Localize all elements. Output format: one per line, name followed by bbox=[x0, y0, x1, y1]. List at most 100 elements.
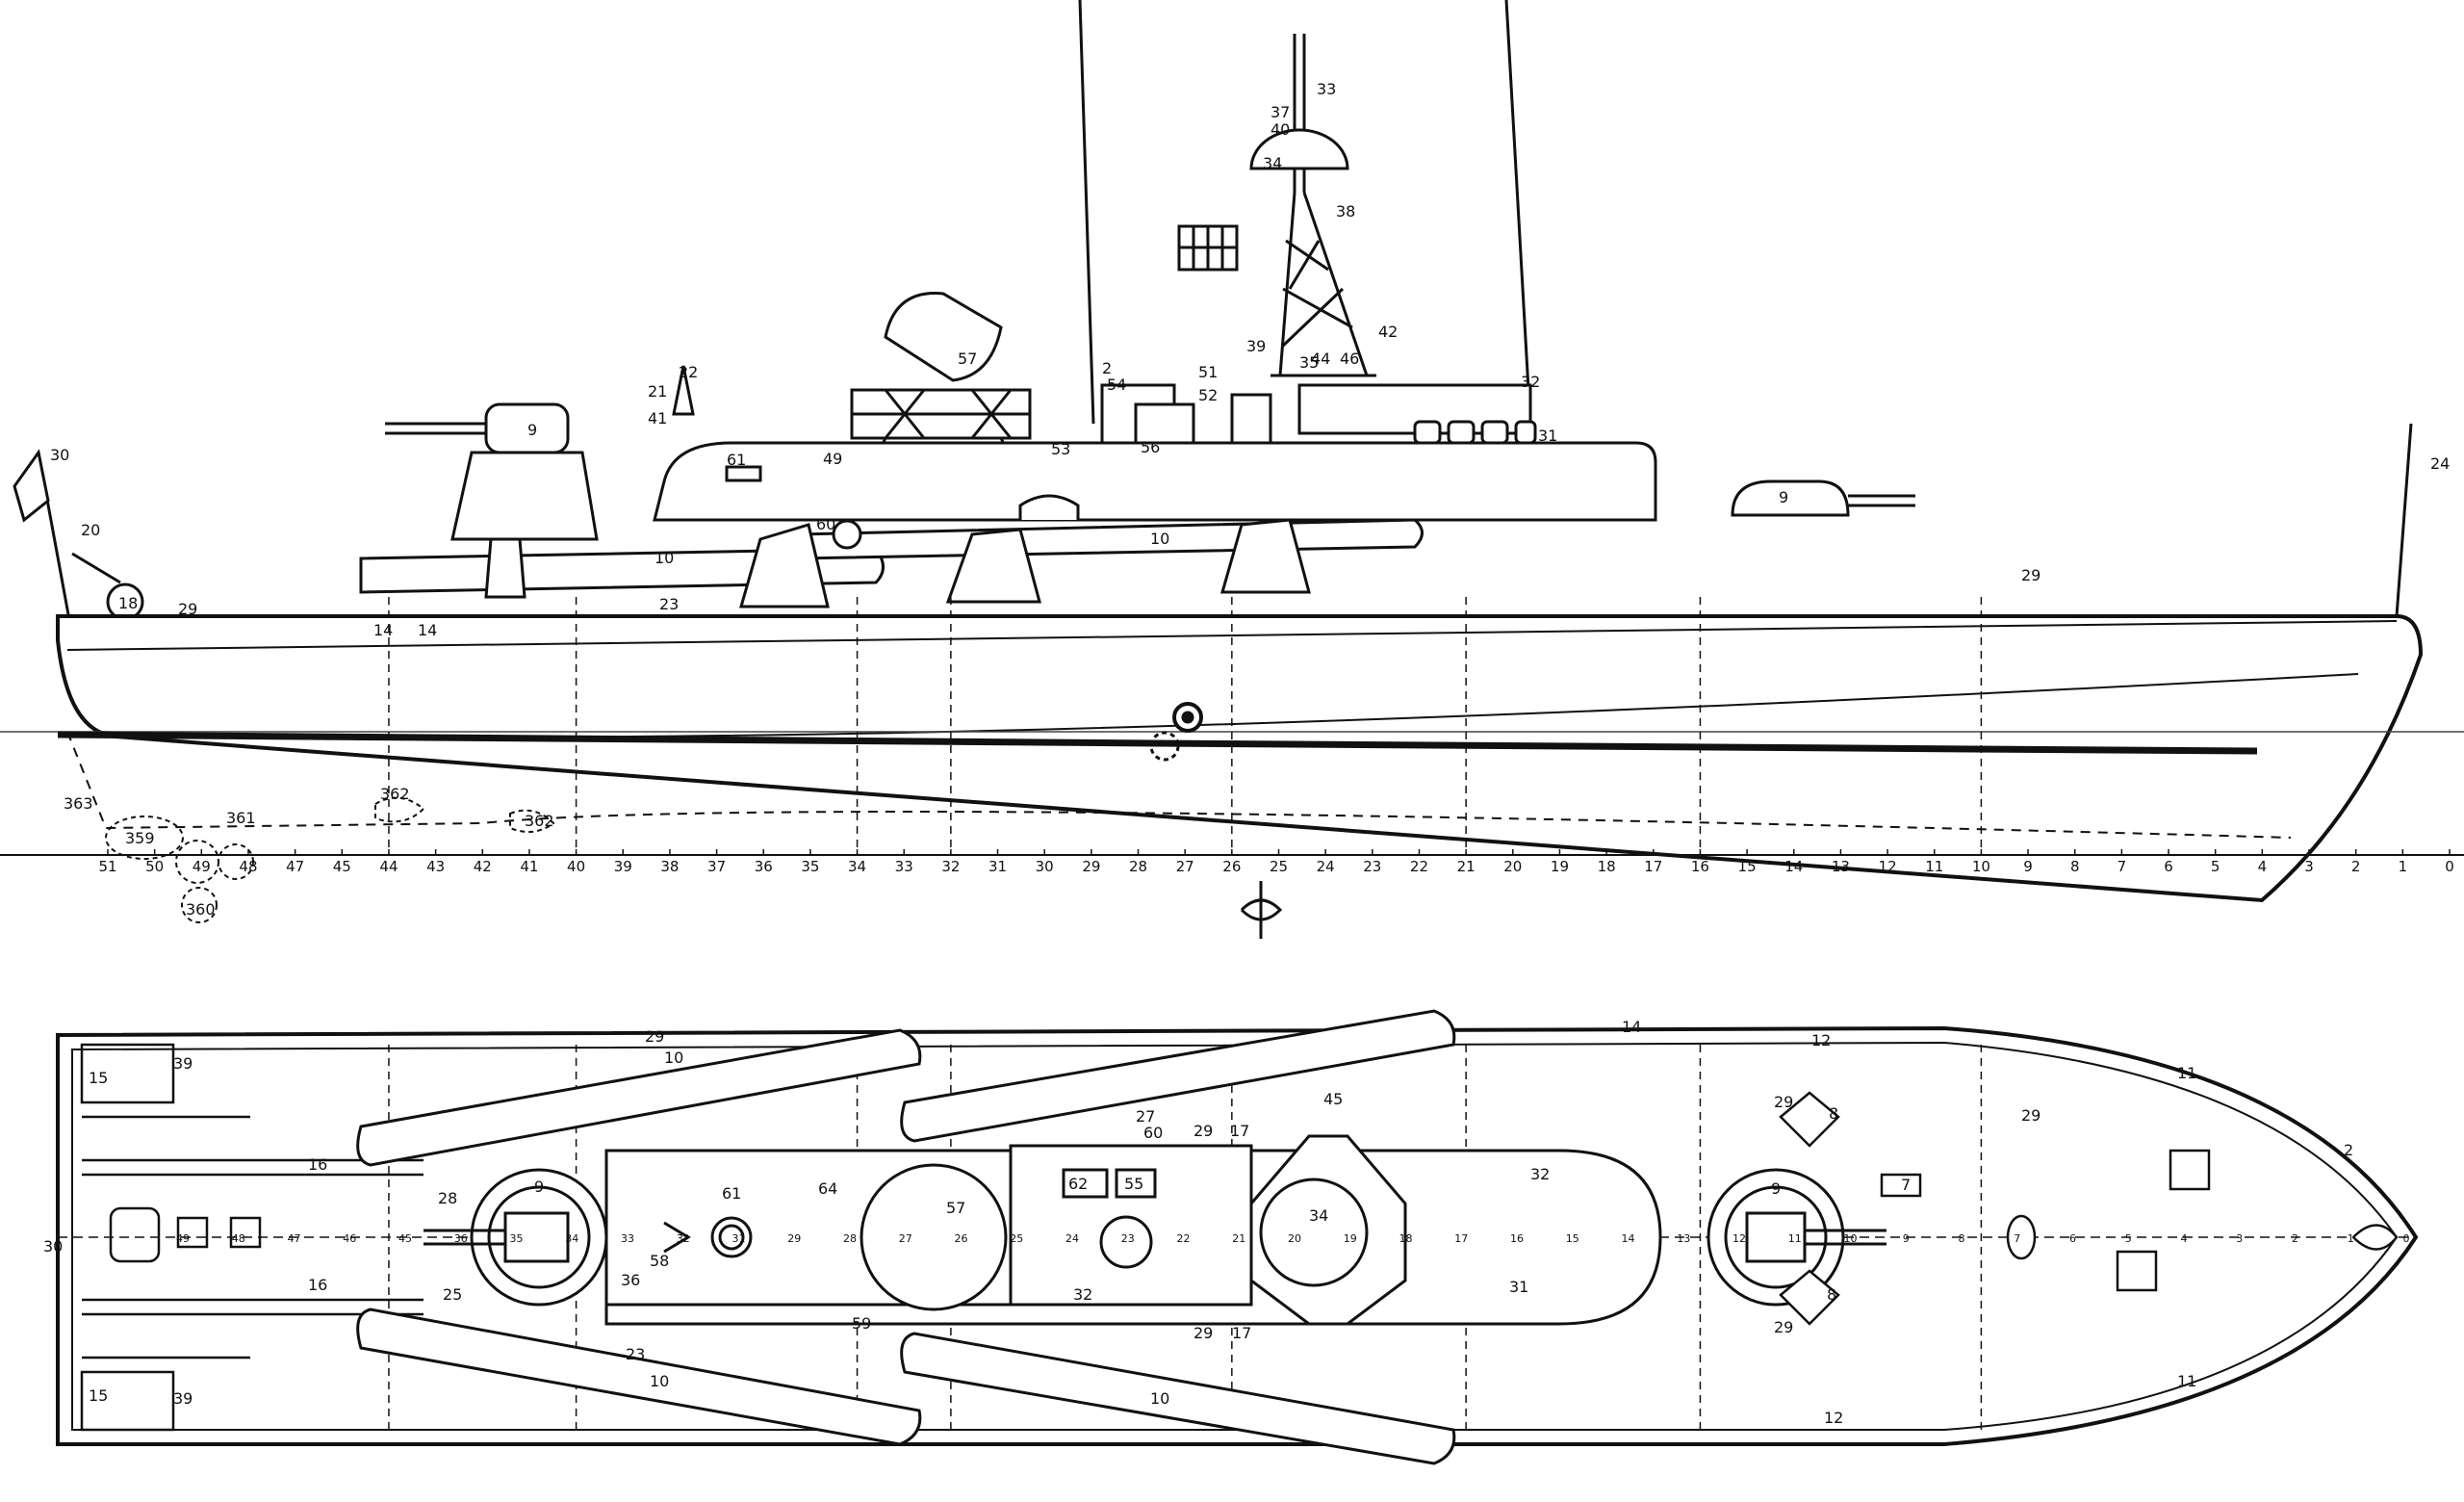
plan-frame-mark: 18 bbox=[1399, 1232, 1413, 1245]
callout: 58 bbox=[650, 1252, 669, 1270]
plan-frame-mark: 6 bbox=[2069, 1232, 2076, 1245]
deckhouse-plan bbox=[604, 1134, 1662, 1326]
plan-frame-mark: 9 bbox=[1903, 1232, 1910, 1245]
callout: 29 bbox=[1194, 1122, 1213, 1140]
callout: 60 bbox=[816, 515, 835, 533]
callout: 31 bbox=[1538, 427, 1557, 445]
callout: 8 bbox=[1827, 1285, 1836, 1304]
plan-frame-mark: 15 bbox=[1566, 1232, 1579, 1245]
callout: 15 bbox=[89, 1386, 108, 1405]
callout: 2 bbox=[2344, 1141, 2353, 1159]
callout: 361 bbox=[226, 809, 256, 827]
callout: 34 bbox=[1309, 1206, 1328, 1225]
frame-tick-label: 48 bbox=[239, 858, 257, 875]
callout: 14 bbox=[418, 621, 437, 639]
frame-tick-label: 16 bbox=[1691, 858, 1709, 875]
plan-frame-mark: 32 bbox=[677, 1232, 690, 1245]
callout: 24 bbox=[2430, 454, 2450, 473]
plan-frame-mark: 47 bbox=[288, 1232, 301, 1245]
bow-jackstaff bbox=[2395, 423, 2413, 617]
callout: 32 bbox=[1530, 1165, 1550, 1183]
callout: 10 bbox=[654, 549, 674, 567]
callout: 64 bbox=[818, 1179, 837, 1198]
callout: 33 bbox=[1317, 80, 1336, 98]
callout: 12 bbox=[1824, 1409, 1843, 1427]
callout: 51 bbox=[1198, 363, 1218, 381]
side-elevation: 5150494847454443424140393837363534333231… bbox=[0, 0, 2464, 939]
frame-tick-label: 50 bbox=[145, 858, 164, 875]
frame-tick-label: 47 bbox=[286, 858, 304, 875]
callout: 16 bbox=[308, 1155, 327, 1174]
callout: 45 bbox=[1323, 1090, 1343, 1108]
callout: 29 bbox=[2021, 566, 2040, 584]
plan-frame-mark: 23 bbox=[1121, 1232, 1135, 1245]
frame-tick-label: 51 bbox=[98, 858, 116, 875]
frame-tick-label: 4 bbox=[2258, 858, 2268, 875]
plan-frame-mark: 49 bbox=[176, 1232, 190, 1245]
callout: 46 bbox=[1340, 350, 1359, 368]
frame-tick-label: 42 bbox=[474, 858, 492, 875]
frame-tick-label: 34 bbox=[848, 858, 866, 875]
frame-tick-label: 33 bbox=[895, 858, 913, 875]
callout: 42 bbox=[1378, 323, 1398, 341]
callout: 23 bbox=[659, 595, 679, 613]
callout: 36 bbox=[621, 1271, 640, 1289]
frame-tick-label: 30 bbox=[1036, 858, 1054, 875]
frame-tick-label: 32 bbox=[941, 858, 960, 875]
rudder-symbol bbox=[1240, 881, 1283, 939]
callout: 9 bbox=[1779, 488, 1788, 506]
plan-frame-mark: 21 bbox=[1232, 1232, 1245, 1245]
frame-tick-label: 7 bbox=[2118, 858, 2127, 875]
callout: 62 bbox=[1068, 1175, 1088, 1193]
callout: 30 bbox=[50, 446, 69, 464]
side-station-lines bbox=[388, 597, 1983, 855]
frame-tick-label: 41 bbox=[520, 858, 538, 875]
plan-frame-mark: 12 bbox=[1732, 1232, 1746, 1245]
plan-frame-mark: 27 bbox=[899, 1232, 912, 1245]
callout: 14 bbox=[1622, 1018, 1641, 1036]
frame-tick-label: 5 bbox=[2211, 858, 2220, 875]
callout: 29 bbox=[178, 600, 197, 618]
plan-frame-mark: 11 bbox=[1788, 1232, 1802, 1245]
plan-frame-mark: 1 bbox=[2348, 1232, 2354, 1245]
callout: 28 bbox=[438, 1189, 457, 1207]
side-callouts: 30 20 18 29 9 10 23 61 4 9 60 22 21 41 5 7… bbox=[50, 80, 2450, 919]
frame-tick-label: 31 bbox=[988, 858, 1007, 875]
callout: 17 bbox=[1230, 1122, 1249, 1140]
callout: 32 bbox=[1521, 373, 1540, 391]
plan-frame-mark: 0 bbox=[2403, 1232, 2410, 1245]
callout: 38 bbox=[1336, 202, 1355, 220]
plan-frame-mark: 29 bbox=[787, 1232, 801, 1245]
plan-frame-mark: 36 bbox=[454, 1232, 468, 1245]
callout: 60 bbox=[1143, 1124, 1163, 1142]
callout: 61 bbox=[727, 451, 746, 469]
frame-tick-label: 15 bbox=[1738, 858, 1757, 875]
frame-tick-label: 10 bbox=[1972, 858, 1990, 875]
frame-tick-label: 22 bbox=[1410, 858, 1428, 875]
callout: 21 bbox=[648, 382, 667, 401]
missile-tubes-side bbox=[359, 518, 1424, 609]
callout: 61 bbox=[722, 1184, 741, 1203]
plan-frame-mark: 4 bbox=[2181, 1232, 2188, 1245]
callout: 34 bbox=[1263, 154, 1282, 172]
plan-frame-mark: 19 bbox=[1344, 1232, 1357, 1245]
callout: 20 bbox=[81, 521, 100, 539]
callout: 56 bbox=[1141, 438, 1160, 456]
frame-tick-label: 35 bbox=[801, 858, 819, 875]
callout: 362 bbox=[380, 785, 410, 803]
callout: 18 bbox=[118, 594, 138, 612]
frame-tick-label: 28 bbox=[1129, 858, 1147, 875]
frame-tick-label: 11 bbox=[1925, 858, 1943, 875]
callout: 53 bbox=[1051, 440, 1070, 458]
callout: 59 bbox=[852, 1314, 871, 1333]
plan-frame-mark: 14 bbox=[1622, 1232, 1635, 1245]
aft-gun-turret bbox=[1731, 479, 1915, 517]
callout: 30 bbox=[43, 1237, 63, 1256]
callout: 14 bbox=[373, 621, 393, 639]
callout: 9 bbox=[527, 421, 537, 439]
frame-tick-label: 26 bbox=[1222, 858, 1241, 875]
